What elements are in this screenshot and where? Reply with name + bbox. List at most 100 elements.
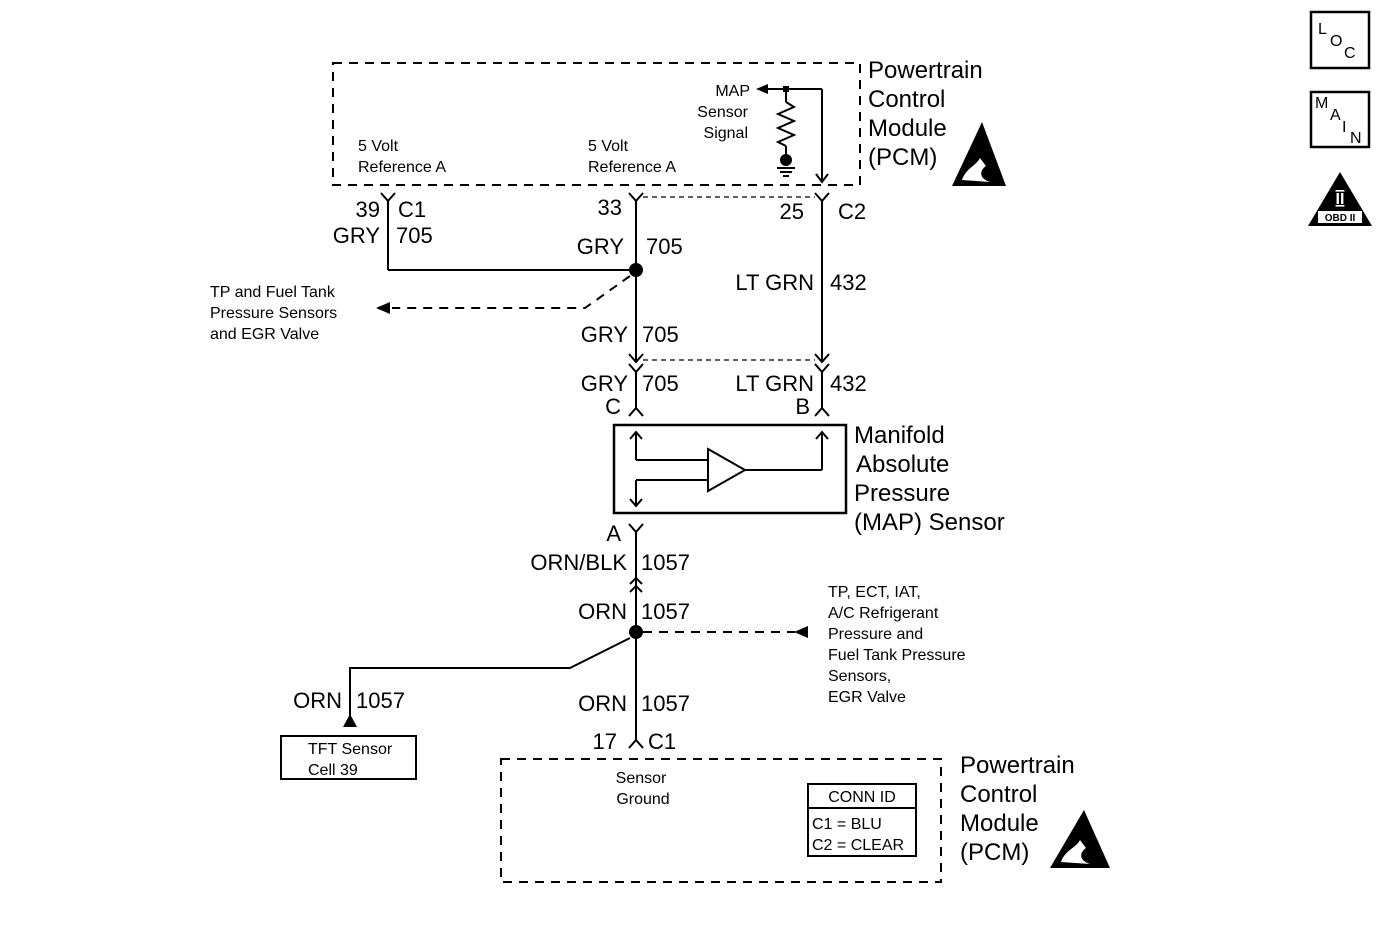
pcm-bottom-module: Sensor Ground CONN ID C1 = BLU C2 = CLEA… <box>500 752 1110 883</box>
connector-c1-bottom: C1 <box>648 729 676 754</box>
sensors-line3: Pressure and <box>828 626 923 643</box>
pin-17: 17 <box>593 729 617 754</box>
map-signal-arrow <box>756 84 768 94</box>
wire-color-gry-left: GRY <box>333 223 381 248</box>
splice-705 <box>629 263 643 277</box>
wire-number-705-lower: 705 <box>642 322 679 347</box>
main-letter-i: I <box>1342 119 1346 136</box>
sensor-ground-line2: Ground <box>616 791 669 808</box>
map-signal-line1: MAP <box>715 83 750 100</box>
sensors-line1: TP, ECT, IAT, <box>828 584 921 601</box>
pcm-bottom-title-4: (PCM) <box>960 839 1029 866</box>
sensor-ground-line1: Sensor <box>616 770 667 787</box>
wire-number-705-conn: 705 <box>642 371 679 396</box>
map-title-1: Manifold <box>854 422 945 449</box>
pcm-top-title-1: Powertrain <box>868 57 983 84</box>
loc-button[interactable]: L O C <box>1309 10 1371 70</box>
wire-color-ltgrn-conn: LT GRN <box>735 371 814 396</box>
map-title-4: (MAP) Sensor <box>854 509 1005 536</box>
ground-node <box>780 154 792 166</box>
main-letter-m: M <box>1315 95 1328 112</box>
obd-label: OBD II <box>1325 213 1356 224</box>
esd-warning-icon <box>952 122 1006 186</box>
connector-c2-top: C2 <box>838 199 866 224</box>
pin-33: 33 <box>598 195 622 220</box>
pin-39: 39 <box>356 197 380 222</box>
wire-color-ornblk: ORN/BLK <box>530 550 627 575</box>
wire-number-1057-tft: 1057 <box>356 688 405 713</box>
branch-arrow-sensors <box>794 626 808 638</box>
wire-1057: A ORN/BLK 1057 ORN 1057 ORN 1057 17 C1 <box>530 521 690 754</box>
pcm-bottom-title-2: Control <box>960 781 1037 808</box>
ref-a-left-line1: 5 Volt <box>358 138 399 155</box>
ref-a-mid-line1: 5 Volt <box>588 138 629 155</box>
main-letter-n: N <box>1350 130 1362 147</box>
sensors-line6: EGR Valve <box>828 689 906 706</box>
conn-id-c1: C1 = BLU <box>812 816 882 833</box>
map-signal-in-arrow <box>815 173 829 184</box>
pin-25: 25 <box>780 199 804 224</box>
map-signal-line2: Sensor <box>697 104 748 121</box>
main-letter-a: A <box>1330 107 1341 124</box>
map-sensor-connector: GRY 705 LT GRN 432 C B <box>581 371 867 419</box>
main-button[interactable]: M A I N <box>1309 90 1371 149</box>
pcm-bottom-outline <box>500 758 942 883</box>
tft-sensor-box <box>280 735 417 780</box>
amplifier-symbol <box>707 447 748 493</box>
sensors-line2: A/C Refrigerant <box>828 605 939 622</box>
wire-number-705-left: 705 <box>396 223 433 248</box>
wire-number-432: 432 <box>830 270 867 295</box>
esd-warning-icon <box>1050 810 1110 868</box>
map-signal-circuit <box>756 84 829 184</box>
sensors-line4: Fuel Tank Pressure <box>828 647 966 664</box>
wire-number-432-conn: 432 <box>830 371 867 396</box>
wire-705-center: GRY 705 GRY 705 <box>577 201 683 374</box>
tp-fuel-line1: TP and Fuel Tank <box>210 284 336 301</box>
wire-color-gry-upper: GRY <box>577 234 625 259</box>
map-title-2: Absolute <box>856 451 949 478</box>
wire-color-gry-lower: GRY <box>581 322 629 347</box>
wire-color-orn-tft: ORN <box>293 688 342 713</box>
wire-color-orn-lower: ORN <box>578 691 627 716</box>
pcm-top-outline <box>332 62 861 186</box>
map-sensor-outline <box>612 423 848 515</box>
map-sensor: Manifold Absolute Pressure (MAP) Sensor <box>612 422 1005 536</box>
pcm-bottom-title-3: Module <box>960 810 1039 837</box>
pcm-bottom-title-1: Powertrain <box>960 752 1075 779</box>
pin-a: A <box>606 521 621 546</box>
pin-c: C <box>605 394 621 419</box>
loc-letter-l: L <box>1318 21 1327 38</box>
wire-color-orn-upper: ORN <box>578 599 627 624</box>
ref-a-mid-line2: Reference A <box>588 159 676 176</box>
pin-b: B <box>795 394 810 419</box>
map-title-3: Pressure <box>854 480 950 507</box>
splice-branch-tp-fuel: TP and Fuel Tank Pressure Sensors and EG… <box>210 275 631 343</box>
top-connectors: 39 C1 33 25 C2 <box>356 192 866 224</box>
conn-id-c2: C2 = CLEAR <box>812 837 904 854</box>
wire-color-gry-conn: GRY <box>581 371 629 396</box>
ref-a-left-line2: Reference A <box>358 159 446 176</box>
wire-number-1057-upper: 1057 <box>641 599 690 624</box>
pcm-top-title-2: Control <box>868 86 945 113</box>
loc-letter-c: C <box>1344 45 1356 62</box>
tft-line2: Cell 39 <box>308 762 358 779</box>
wire-color-ltgrn: LT GRN <box>735 270 814 295</box>
wire-number-1057-lower: 1057 <box>641 691 690 716</box>
obd-numeral: II <box>1336 191 1345 208</box>
splice-branch-tft: ORN 1057 TFT Sensor Cell 39 <box>280 637 631 780</box>
wire-432: LT GRN 432 <box>735 201 867 374</box>
loc-letter-o: O <box>1330 33 1342 50</box>
pcm-top-title-4: (PCM) <box>868 144 937 171</box>
splice-1057 <box>629 625 643 639</box>
wire-number-1057-ornblk: 1057 <box>641 550 690 575</box>
tft-arrow <box>343 714 357 727</box>
map-signal-line3: Signal <box>704 125 748 142</box>
obd-ii-button[interactable]: II OBD II <box>1308 172 1372 226</box>
splice-branch-sensors: TP, ECT, IAT, A/C Refrigerant Pressure a… <box>643 584 966 706</box>
tp-fuel-line2: Pressure Sensors <box>210 305 337 322</box>
branch-arrow-tp-fuel <box>376 302 390 314</box>
pcm-top-module: Powertrain Control Module (PCM) 5 Volt R… <box>332 57 1006 186</box>
tft-line1: TFT Sensor <box>308 741 393 758</box>
tp-fuel-line3: and EGR Valve <box>210 326 319 343</box>
